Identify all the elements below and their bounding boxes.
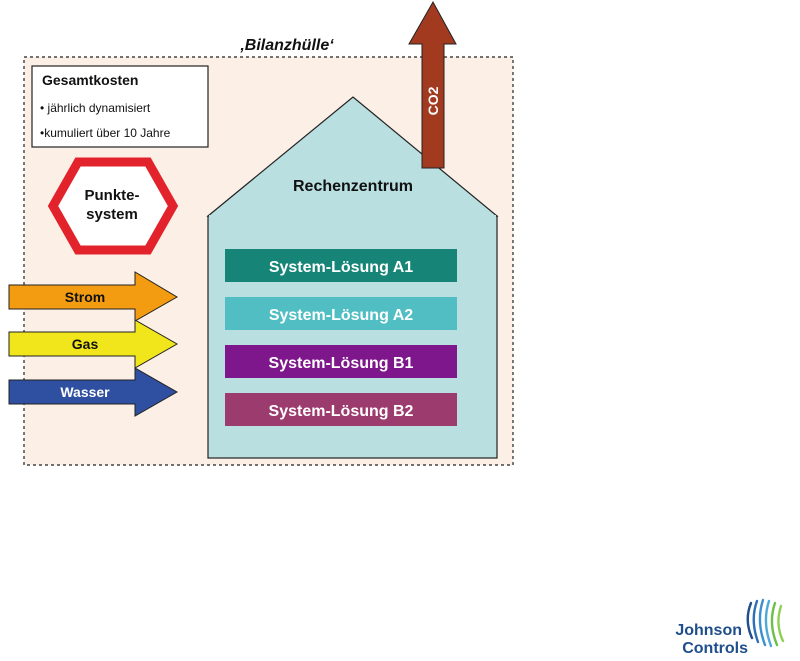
costs-title: Gesamtkosten [42, 72, 138, 88]
input-arrow-strom [8, 271, 178, 322]
johnson-controls-logo: Johnson Controls [675, 598, 785, 657]
solution-b1-box [225, 345, 457, 378]
costs-line-1: • jährlich dynamisiert [40, 101, 151, 115]
logo-line-2: Controls [682, 640, 748, 657]
input-arrow-gas [8, 319, 179, 369]
points-system-octagon [47, 157, 179, 255]
solution-a2-box [225, 297, 457, 330]
solution-a2-label: System-Lösung A2 [269, 307, 413, 324]
datacenter-title: Rechenzentrum [293, 178, 413, 195]
solution-b2-label: System-Lösung B2 [269, 403, 414, 420]
points-system-line-1: Punkte- [84, 187, 139, 204]
points-system-line-2: system [86, 206, 138, 223]
solution-a1-box [225, 249, 457, 282]
input-label-strom: Strom [65, 289, 105, 305]
logo-line-1: Johnson [675, 622, 742, 639]
co2-arrow [408, 0, 457, 169]
logo-waves-icon [746, 598, 785, 648]
costs-box [31, 65, 209, 148]
input-label-gas: Gas [72, 336, 99, 352]
boundary-title: ‚Bilanzhülle‘ [239, 37, 334, 54]
co2-label: CO2 [425, 86, 441, 115]
solution-b2-box [225, 393, 457, 426]
input-arrow-wasser [8, 367, 179, 417]
solution-b1-label: System-Lösung B1 [269, 355, 414, 372]
input-label-wasser: Wasser [60, 384, 110, 400]
solution-a1-label: System-Lösung A1 [269, 259, 413, 276]
costs-line-2: •kumuliert über 10 Jahre [40, 126, 171, 140]
